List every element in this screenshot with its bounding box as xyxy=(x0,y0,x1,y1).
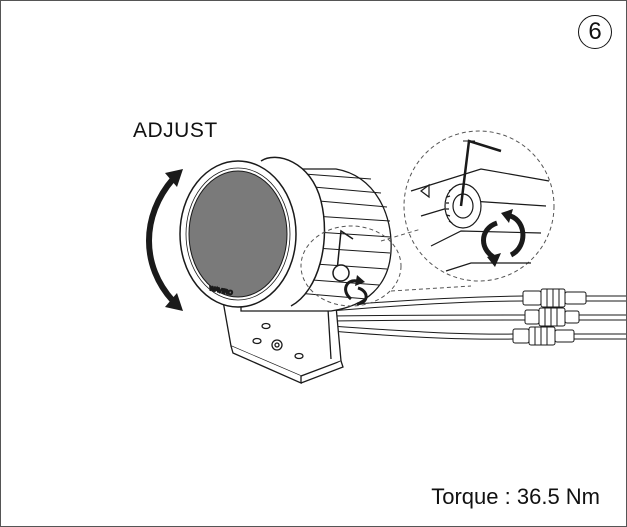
zoom-callout-lines xyxy=(300,130,555,307)
mounting-bracket xyxy=(222,275,344,384)
lamp-head: WAVIRO xyxy=(179,156,326,308)
cable-connector-icon xyxy=(512,288,587,346)
adjust-label: ADJUST xyxy=(133,119,218,142)
rotate-arrow-icon xyxy=(344,275,368,306)
cables xyxy=(330,295,626,340)
step-number-badge: 6 xyxy=(578,15,612,49)
curved-double-arrow-icon xyxy=(146,169,183,311)
hex-key-icon xyxy=(332,229,354,282)
torque-label: Torque : 36.5 Nm xyxy=(431,484,600,509)
zoom-detail xyxy=(410,139,550,272)
rotate-arrow-icon xyxy=(481,209,526,267)
step-number: 6 xyxy=(588,18,602,45)
